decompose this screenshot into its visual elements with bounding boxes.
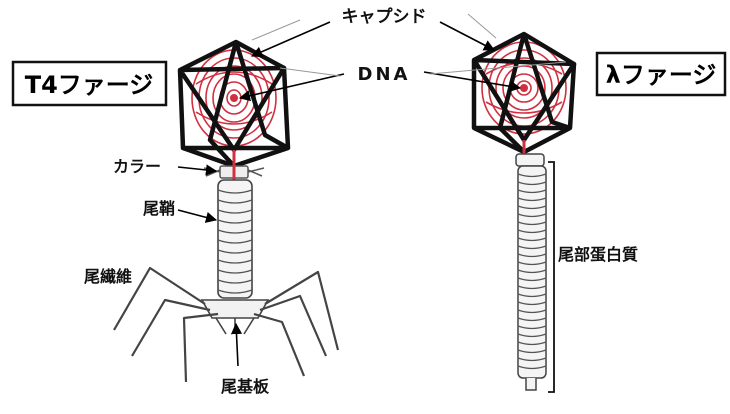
lambda-tail-bracket — [548, 162, 554, 392]
t4-name-box: T4ファージ — [13, 62, 166, 105]
lambda-phage — [474, 34, 574, 392]
capsid-label: キャプシド — [342, 6, 427, 27]
baseplate-label: 尾基板 — [221, 377, 270, 396]
capsid-arrow-t4 — [252, 22, 330, 56]
tail-fibers-label: 尾繊維 — [84, 267, 132, 286]
t4-tail-sheath — [218, 180, 252, 298]
t4-baseplate — [202, 300, 268, 334]
t4-capsid — [180, 42, 288, 166]
lambda-dna-center — [520, 84, 528, 92]
baseplate-arrow — [236, 324, 238, 366]
t4-name: T4ファージ — [25, 71, 154, 99]
collar-label: カラー — [113, 157, 161, 176]
lambda-tail — [516, 154, 546, 390]
capsid-arrow-lambda — [440, 22, 494, 50]
tail-sheath-label: 尾鞘 — [143, 199, 175, 218]
t4-dna-center — [230, 94, 238, 102]
lambda-name-box: λファージ — [597, 53, 725, 95]
dna-label: DNA — [358, 64, 411, 85]
lambda-name: λファージ — [606, 61, 717, 89]
tail-sheath-arrow — [178, 210, 216, 220]
tail-protein-label: 尾部蛋白質 — [558, 245, 638, 264]
